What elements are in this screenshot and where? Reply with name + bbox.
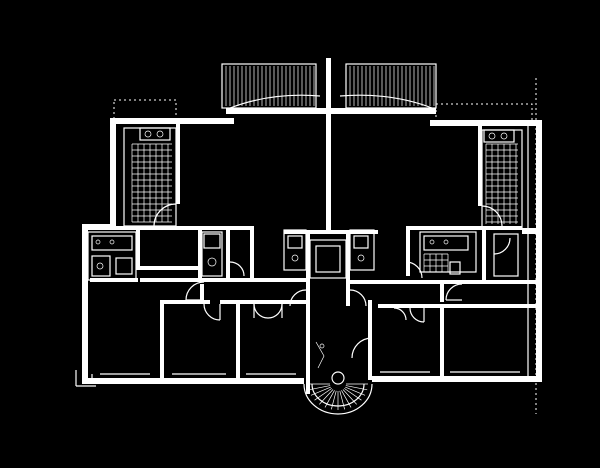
stair-tread — [345, 385, 368, 391]
stair-tread — [341, 390, 352, 408]
balcony-left — [221, 63, 321, 109]
stair-tread — [344, 388, 362, 401]
bedrooms-right — [378, 283, 536, 380]
stair-tread — [324, 390, 335, 408]
facade-lines — [91, 122, 529, 384]
bathroom-right — [405, 226, 522, 280]
stair-tread — [319, 389, 334, 405]
stair-tread — [310, 386, 331, 396]
party-wall — [326, 58, 331, 230]
stair-core — [283, 229, 378, 394]
stair-tread — [308, 385, 331, 391]
balcony-right — [339, 63, 437, 109]
corridor-left — [90, 226, 310, 282]
bedrooms-left — [100, 281, 306, 380]
kitchen-left — [123, 124, 180, 227]
corridor-right — [350, 226, 536, 302]
stair-tread — [339, 390, 346, 410]
bathroom-left — [87, 226, 250, 281]
stair-tread — [314, 388, 332, 401]
stair-tread — [330, 390, 337, 410]
stair-tread — [342, 389, 357, 405]
wc-left — [198, 226, 245, 282]
stair-tread — [345, 386, 366, 396]
spiral-stair — [303, 341, 373, 415]
outer-walls — [75, 108, 542, 387]
kitchen-right — [478, 126, 523, 229]
